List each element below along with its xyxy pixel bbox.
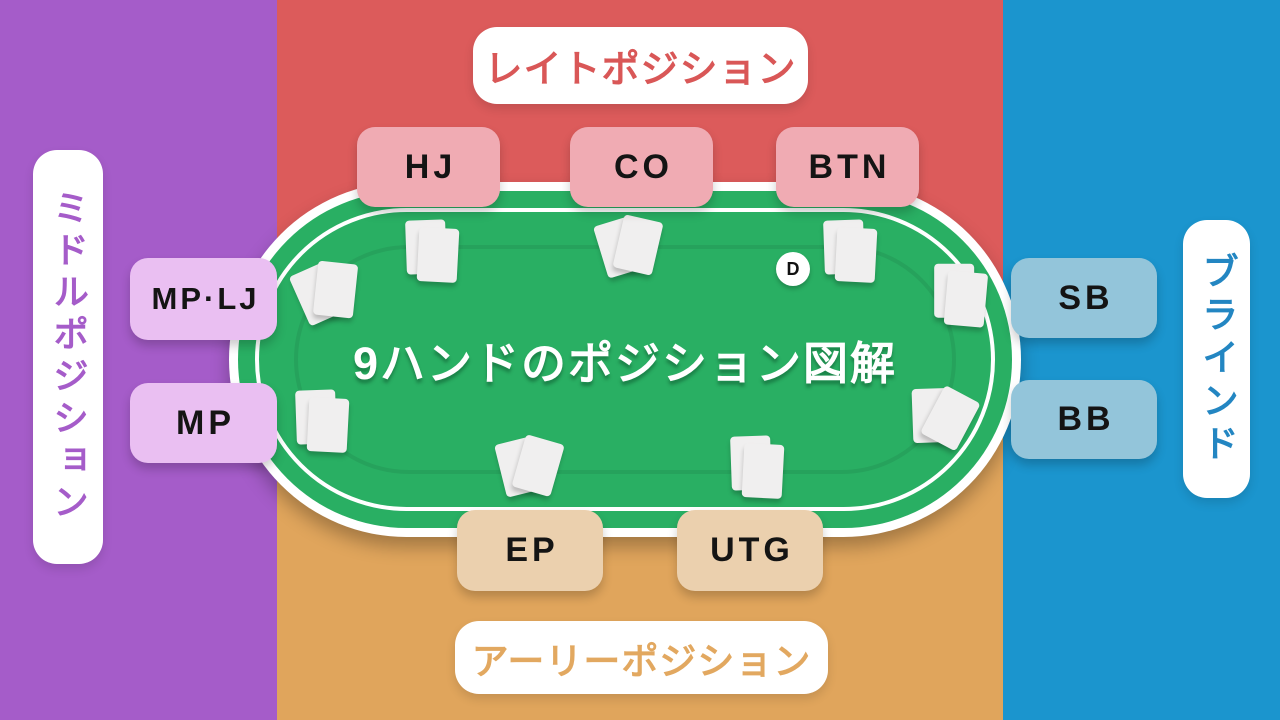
seat-badge-sb: SB (1011, 258, 1157, 338)
blinds-label-text: ブラインド (1196, 251, 1238, 467)
seat-badge-hj: HJ (357, 127, 500, 207)
seat-badge-utg: UTG (677, 510, 823, 591)
hole-cards-icon (405, 219, 462, 284)
hole-cards-icon (730, 435, 787, 500)
hole-cards-icon (933, 263, 991, 329)
hole-cards-icon (494, 434, 565, 502)
late-position-label: レイトポジション (473, 27, 808, 104)
table-inner-ring (255, 208, 995, 511)
hole-cards-icon (288, 259, 359, 329)
seat-badge-mp-lj: MP·LJ (130, 258, 277, 340)
blinds-label: ブラインド (1183, 220, 1250, 498)
seat-badge-mp: MP (130, 383, 277, 463)
hole-cards-icon (295, 389, 352, 454)
dealer-button: D (776, 252, 810, 286)
hole-cards-icon (823, 219, 880, 284)
seat-badge-bb: BB (1011, 380, 1157, 459)
hole-cards-icon (592, 214, 664, 280)
middle-position-label-text: ミドルポジション (48, 189, 89, 525)
middle-position-label: ミドルポジション (33, 150, 103, 564)
early-position-label: アーリーポジション (455, 621, 828, 694)
diagram-title: 9ハンドのポジション図解 (352, 338, 898, 389)
seat-badge-ep: EP (457, 510, 603, 591)
seat-badge-co: CO (570, 127, 713, 207)
seat-badge-btn: BTN (776, 127, 919, 207)
